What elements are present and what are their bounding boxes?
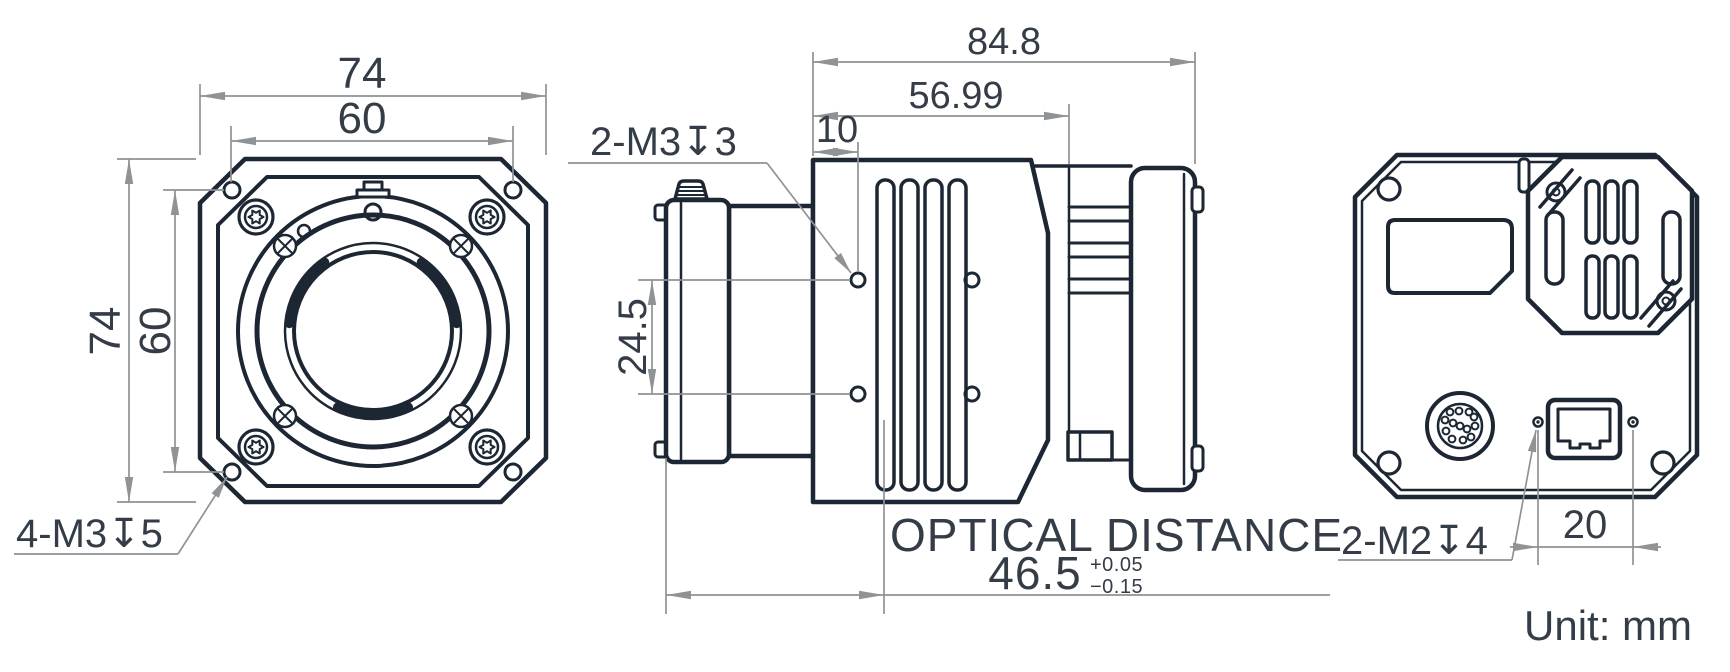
unit-note: Unit: mm [1524, 602, 1692, 649]
lens-barrel [653, 179, 816, 465]
dim-front-height-outer: 74 [81, 307, 130, 356]
lens-mount-rings [236, 194, 510, 468]
dim-front-width-inner: 60 [338, 94, 387, 143]
front-thread-note: 4-M3↧5 [16, 512, 163, 556]
camera-body-side [810, 157, 1051, 505]
heatsink-module [1517, 154, 1695, 336]
optical-distance-tol-minus: −0.15 [1090, 576, 1143, 598]
label-recess [1386, 218, 1514, 295]
mount-screws-and-pins [272, 180, 474, 429]
optical-distance-label: OPTICAL DISTANCE [890, 509, 1343, 561]
dim-back-hole-spacing: 20 [1563, 503, 1608, 547]
side-thread-note: 2-M3↧3 [590, 120, 737, 164]
side-view: 84.8 56.99 10 24.5 2-M3↧3 OPTICAL DISTAN… [568, 21, 1343, 614]
front-dimensions: 74 60 74 60 4-M3↧5 [14, 49, 547, 556]
power-connector [1425, 391, 1495, 461]
rear-heatsink-stack [1031, 164, 1133, 462]
side-dimensions: 84.8 56.99 10 24.5 2-M3↧3 OPTICAL DISTAN… [568, 21, 1343, 614]
dim-side-hole-spacing: 24.5 [611, 298, 655, 376]
back-thread-note: 2-M2↧4 [1341, 519, 1488, 563]
back-m2-holes [1532, 416, 1639, 428]
back-corner-holes [1376, 176, 1676, 476]
back-view: 2-M2↧4 20 [1338, 152, 1700, 565]
optical-distance-tol-plus: +0.05 [1090, 554, 1143, 576]
rear-block [1128, 165, 1205, 493]
dim-front-width-outer: 74 [338, 49, 387, 98]
front-view: 74 60 74 60 4-M3↧5 [14, 49, 549, 556]
ethernet-port [1545, 397, 1623, 461]
dim-side-body-length: 56.99 [908, 75, 1003, 117]
dim-side-total-length: 84.8 [967, 21, 1041, 63]
dim-side-hole-offset: 10 [816, 109, 858, 151]
optical-distance-value: 46.5 [988, 547, 1082, 599]
dim-front-height-inner: 60 [131, 307, 180, 356]
back-dimensions: 2-M2↧4 20 [1338, 429, 1661, 565]
